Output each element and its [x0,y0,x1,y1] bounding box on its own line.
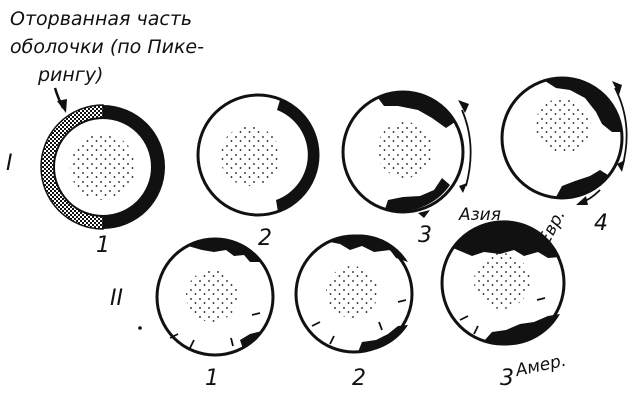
caption-line-3: рингу) [37,64,103,86]
figure-row-i-3 [343,92,471,212]
figure-number-ii-1: 1 [205,366,219,391]
caption-arrowhead-icon [57,99,67,113]
rotation-arrow-icon [418,210,430,218]
figure-number-ii-2: 2 [352,366,366,391]
figure-row-i-2 [198,95,318,215]
figure-row-i-4 [502,78,627,203]
figure-row-ii-2 [296,234,412,352]
row-numeral-i: I [6,151,13,176]
figure-number-ii-3: 3 [500,366,514,391]
figure-number-i-1: 1 [96,233,110,258]
label-america: Амер. [513,351,568,381]
row-numeral-ii: II [110,286,123,311]
stray-dot [138,326,142,330]
figure-number-i-2: 2 [258,226,272,251]
figure-row-ii-1 [157,239,273,355]
rotation-arrow-icon [459,183,467,193]
label-asia: Азия [458,205,501,225]
caption-line-2: оболочки (по Пике- [10,36,204,58]
figure-number-i-3: 3 [418,223,432,248]
label-europe: Евр. [535,206,570,248]
rotation-arrow-icon [458,100,469,113]
figure-row-i-1 [41,105,165,229]
caption-line-1: Оторванная часть [10,8,192,30]
caption: Оторванная часть оболочки (по Пике- ринг… [10,8,204,86]
figure-number-i-4: 4 [594,211,608,236]
